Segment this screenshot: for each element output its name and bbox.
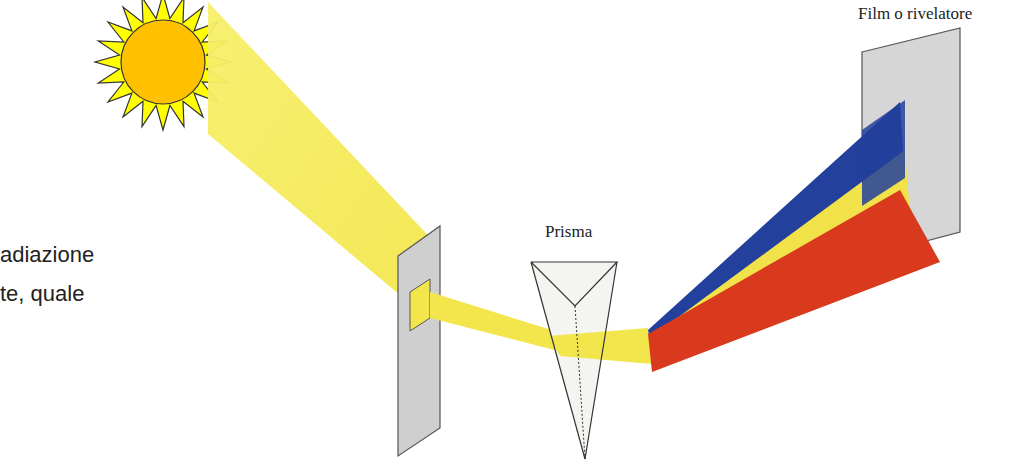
red-band <box>648 190 940 372</box>
prism-edge <box>585 262 617 459</box>
prism-face <box>531 262 617 459</box>
blue-spot <box>862 100 905 206</box>
beam-in-prism <box>548 328 652 364</box>
prism-top <box>531 262 617 306</box>
part-label: Film o rivelatore <box>858 4 972 24</box>
slit-screen <box>398 226 440 456</box>
slit <box>410 279 430 331</box>
sun-disc <box>121 20 205 104</box>
prism-edge <box>531 262 585 459</box>
part-label: Prisma <box>545 222 592 242</box>
caption-fragment: adiazione <box>0 242 94 267</box>
caption-fragment: te, quale <box>0 281 84 306</box>
prism-edge <box>575 306 585 459</box>
prism <box>531 262 652 459</box>
